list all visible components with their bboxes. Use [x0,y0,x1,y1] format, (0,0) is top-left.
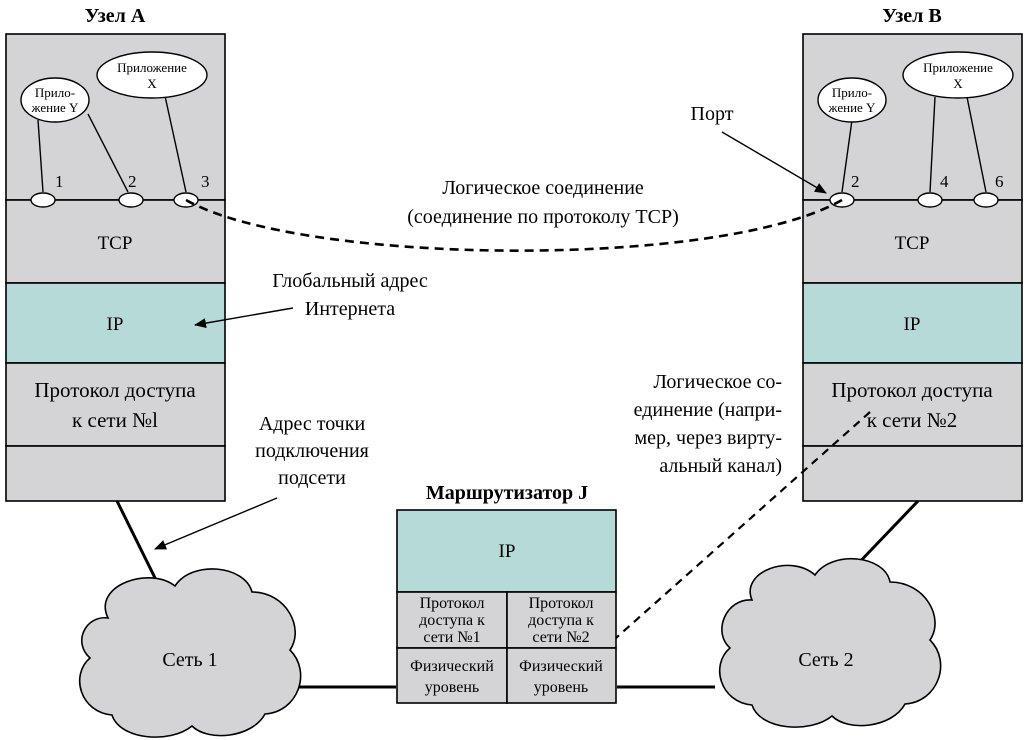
router-ip-layer [396,509,617,593]
host-a-ip-layer [5,282,226,364]
host-a-tcp-label: TCP [98,233,133,254]
host-b-title: Узел B [882,5,942,27]
router-j: Маршрутизатор J IP Протокол доступа к се… [396,482,617,704]
host-a-access-label-2: к сети №l [72,408,158,432]
host-a-physical-layer [5,445,226,502]
host-b-ip-label: IP [904,314,921,335]
host-a-app-x-label-2: X [147,76,157,91]
logical-connection-label-2: единение (напри- [634,399,782,421]
host-a-access-layer [5,362,226,447]
network-1-cloud [79,568,302,738]
host-a: Узел A Прило- жение Y Приложение X 1 2 3… [5,5,226,502]
logical-connection-label-4: альный канал) [659,455,782,477]
host-b-port-4 [917,192,943,208]
tcp-connection-dashed-curve [185,198,843,252]
port-annotation: Порт [691,103,734,125]
global-address-label-1: Глобальный адрес [272,270,428,292]
tcp-connection-label-1: Логическое соединение [442,177,644,199]
router-phys-1-label-2: уровень [425,679,479,696]
host-b: Узел B Прило- жение Y Приложение X 2 4 6… [802,5,1023,502]
router-access-1-label-3: сети №1 [423,629,480,646]
network-2-cloud [719,557,942,728]
router-access-1-label-2: доступа к [419,612,485,629]
global-address-label-2: Интернета [305,298,395,320]
host-b-app-y-label-1: Прило- [832,85,872,100]
host-b-port-6-num: 6 [995,172,1004,191]
host-a-port-2 [118,192,144,208]
router-phys-2-label-1: Физический [519,658,603,675]
host-b-access-layer [802,362,1023,447]
router-access-1-label-1: Протокол [420,595,485,612]
router-phys-2-cell [506,647,617,704]
router-phys-1-label-1: Физический [410,658,494,675]
router-access-2-label-1: Протокол [529,595,594,612]
router-phys-2-label-2: уровень [534,679,588,696]
host-b-ip-layer [802,282,1023,364]
logical-connection-label-1: Логическое со- [653,371,782,393]
host-a-access-label-1: Протокол доступа [34,378,196,402]
router-access-2-label-2: доступа к [528,612,594,629]
subnet-address-arrow [154,497,278,550]
host-a-to-net1-link [115,500,162,589]
host-a-port-1 [30,192,56,208]
host-b-access-label-1: Протокол доступа [831,378,993,402]
network-2-label: Сеть 2 [798,649,853,671]
host-a-port-1-num: 1 [55,172,64,191]
host-a-app-x [96,51,208,99]
host-b-port-4-num: 4 [940,172,949,191]
host-b-access-label-2: к сети №2 [867,408,958,432]
host-b-app-y-label-2: жение Y [828,100,877,115]
host-a-title: Узел A [85,5,146,27]
host-a-port-3-num: 3 [201,172,210,191]
host-a-app-y [20,77,90,123]
router-title: Маршрутизатор J [426,482,588,504]
host-a-app-x-label-1: Приложение [117,60,187,75]
router-ip-label: IP [499,541,516,562]
tcp-connection-label-2: (соединение по протоколу TCP) [407,206,679,228]
host-b-app-y [817,77,887,123]
host-a-port-2-num: 2 [128,172,137,191]
logical-connection-label-3: мер, через вирту- [634,427,782,449]
host-b-port-6 [973,192,999,208]
host-b-app-x-label-2: X [953,76,963,91]
host-b-physical-layer [802,445,1023,502]
host-b-app-x [902,51,1014,99]
port-arrow [721,131,827,194]
host-a-app-y-label-1: Прило- [35,85,75,100]
subnet-address-label-1: Адрес точки [259,413,366,435]
subnet-address-label-2: подключения [255,440,369,462]
host-b-tcp-label: TCP [895,233,930,254]
host-a-tcp-layer [5,199,226,284]
subnet-address-label-3: подсети [278,467,346,489]
global-address-arrow [194,307,294,329]
host-a-ip-label: IP [107,314,124,335]
host-a-app-y-label-2: жение Y [31,100,80,115]
router-access-2-cell [506,591,617,649]
host-b-port-2-num: 2 [851,172,860,191]
network-1-label: Сеть 1 [162,649,217,671]
host-b-app-x-label-1: Приложение [923,60,993,75]
router-access-2-label-3: сети №2 [532,629,589,646]
virtual-channel-dashed-line [606,411,871,647]
